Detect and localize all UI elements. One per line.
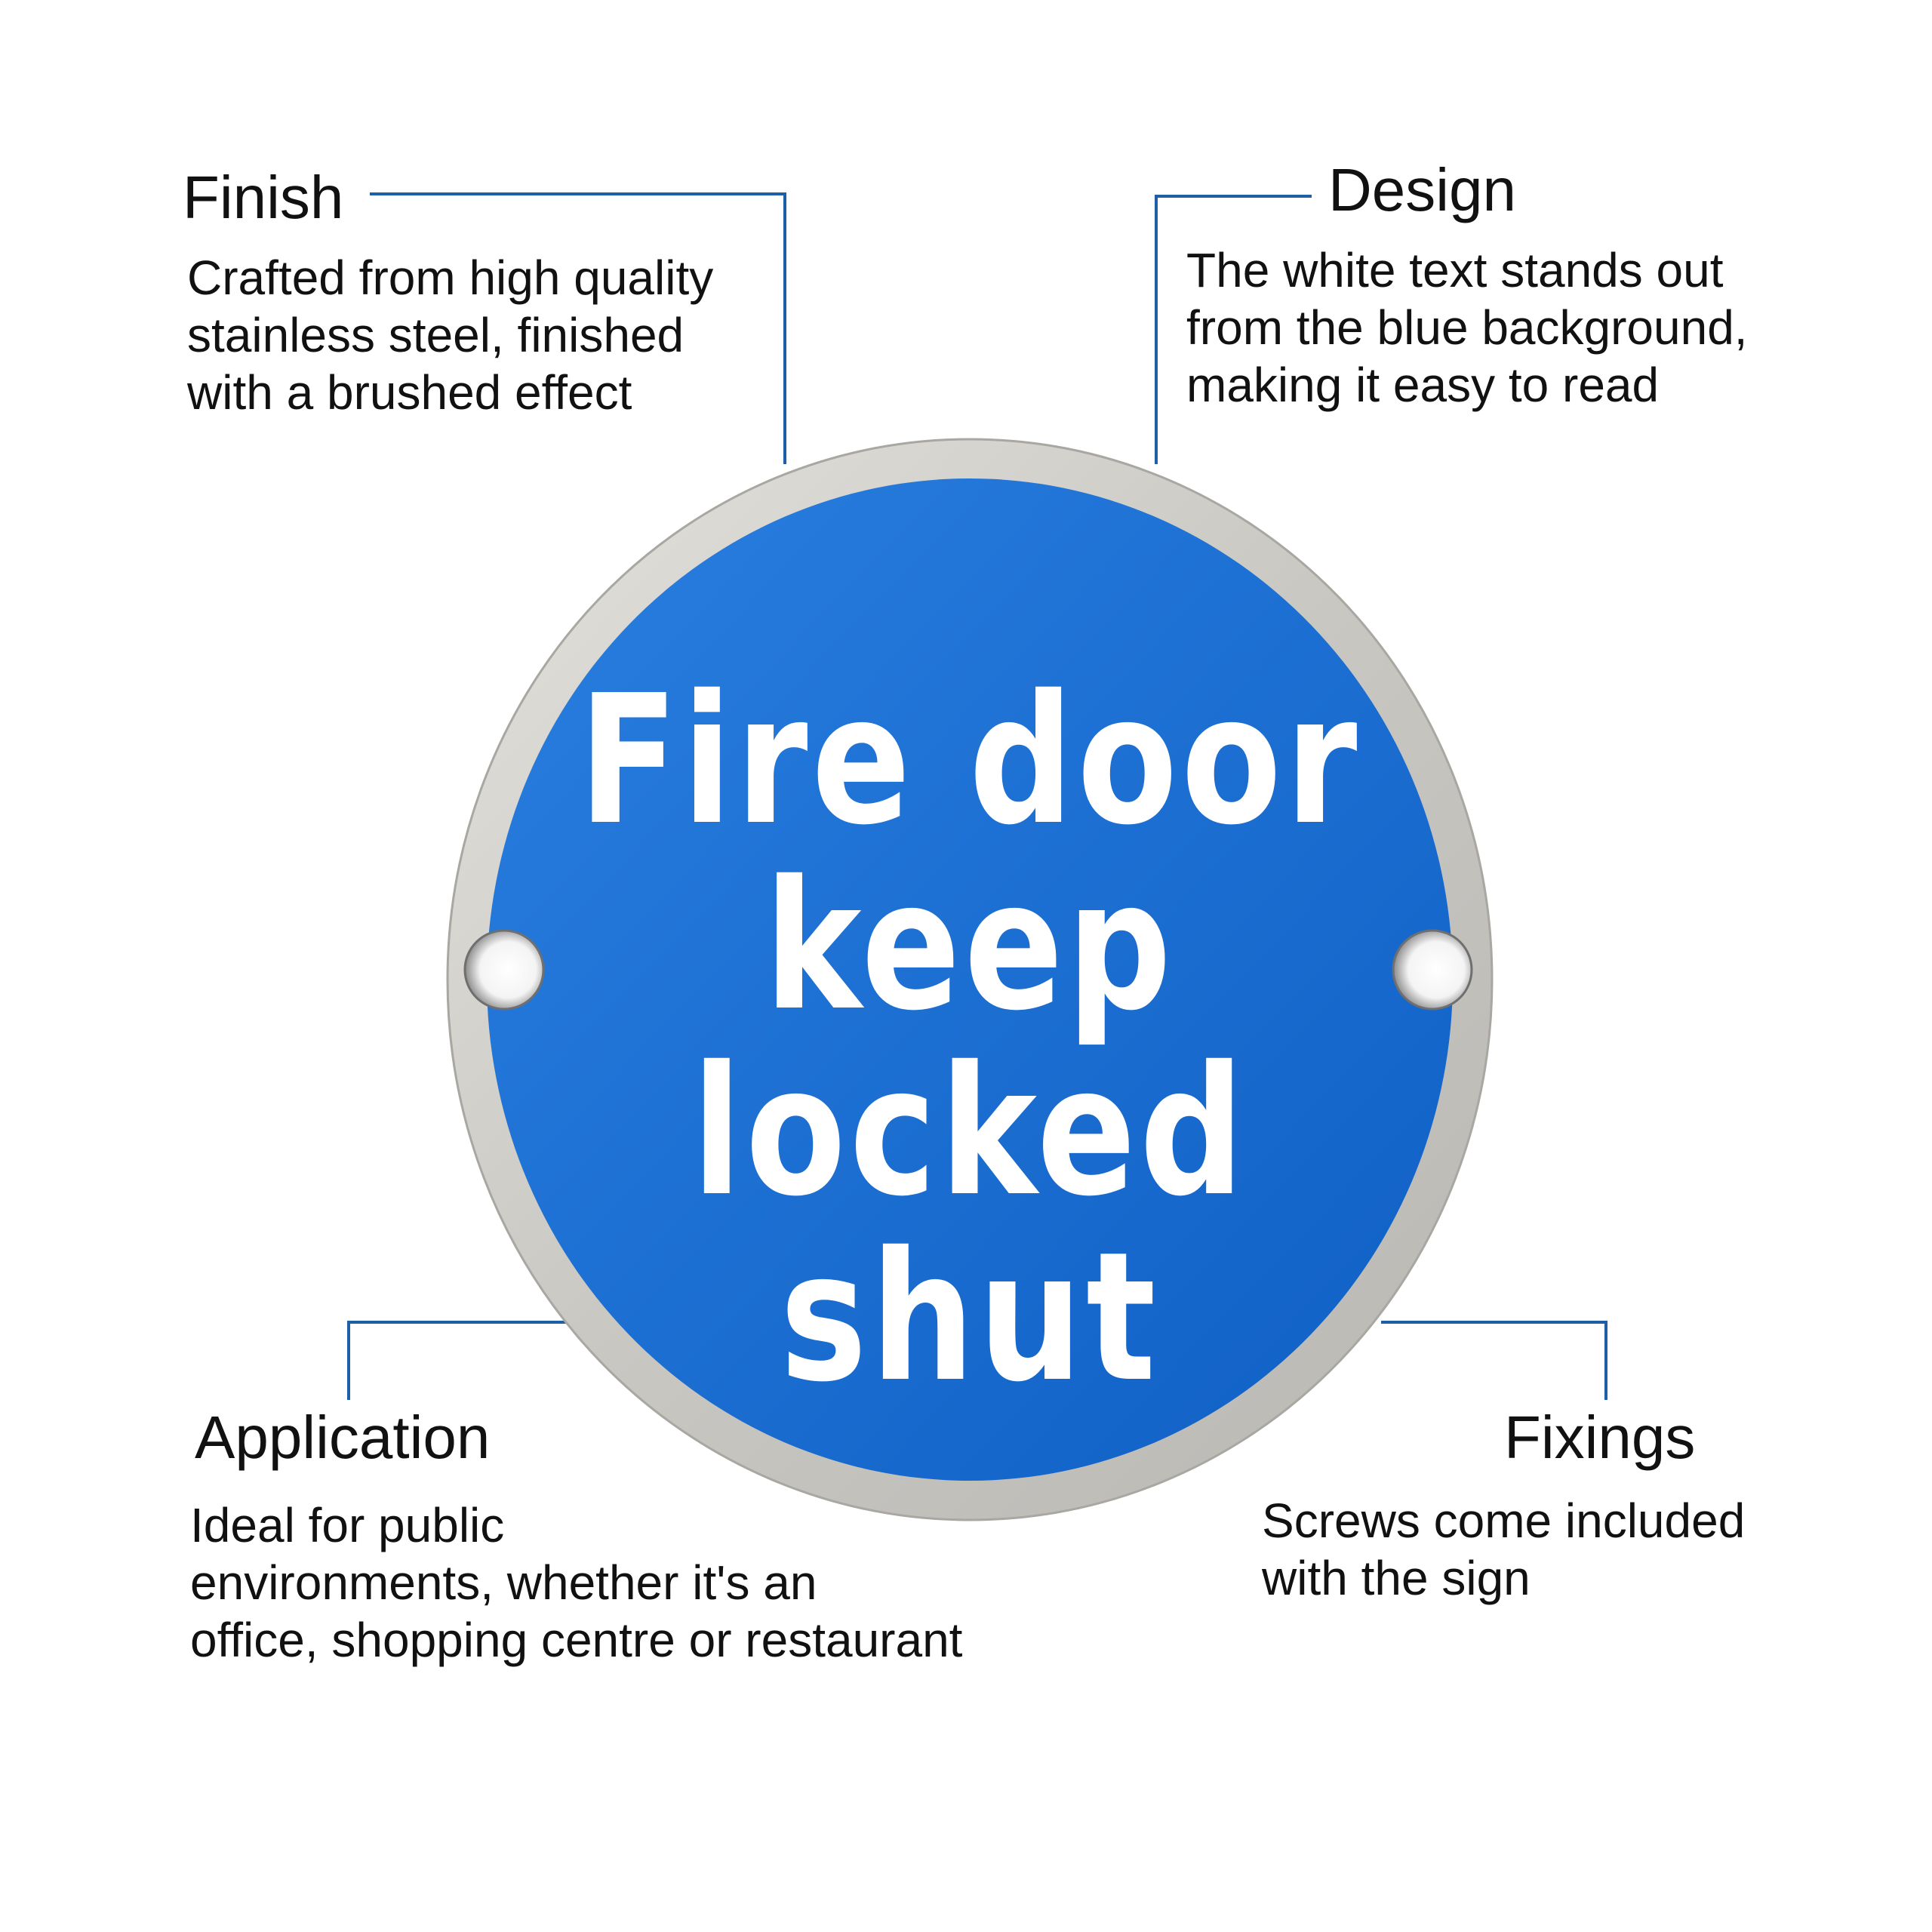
fixings-callout: Fixings Screws come included with the si… xyxy=(1262,1404,1745,1606)
fixings-title: Fixings xyxy=(1504,1404,1696,1471)
sign-text-line-2: keep xyxy=(764,842,1176,1050)
sign-text-line-1: Fire door xyxy=(578,657,1361,864)
finish-description-line: with a brushed effect xyxy=(187,365,632,420)
sign-plate xyxy=(446,438,1494,1521)
blue-face xyxy=(487,478,1453,1481)
finish-description-line: Crafted from high quality xyxy=(187,251,714,305)
design-description: The white text stands out from the blue … xyxy=(1186,242,1748,414)
sign-text-line-3: locked xyxy=(691,1028,1248,1235)
design-callout: Design The white text stands out from th… xyxy=(1186,156,1748,413)
application-description-line: Ideal for public xyxy=(190,1498,505,1552)
fixings-description-line: with the sign xyxy=(1262,1551,1531,1605)
finish-description: Crafted from high quality stainless stee… xyxy=(187,249,713,421)
finish-title: Finish xyxy=(183,164,344,231)
fire-door-sign: Fire door keep locked shut xyxy=(445,436,1494,1523)
fixings-description-line: Screws come included xyxy=(1262,1494,1746,1548)
design-title: Design xyxy=(1328,156,1517,223)
screw-hole-right xyxy=(1392,929,1473,1011)
application-description-line: office, shopping centre or restaurant xyxy=(190,1613,963,1667)
application-callout: Application Ideal for public environment… xyxy=(190,1404,962,1669)
finish-callout: Finish Crafted from high quality stainle… xyxy=(183,168,713,421)
design-description-line: from the blue background, xyxy=(1186,300,1748,355)
application-description: Ideal for public environments, whether i… xyxy=(190,1497,962,1669)
design-description-line: making it easy to read xyxy=(1186,358,1660,412)
application-description-line: environments, whether it's an xyxy=(190,1555,817,1610)
finish-description-line: stainless steel, finished xyxy=(187,308,685,362)
sign-text-line-4: shut xyxy=(780,1214,1160,1421)
fixings-description: Screws come included with the sign xyxy=(1262,1492,1745,1607)
screw-hole-left xyxy=(463,929,545,1011)
design-description-line: The white text stands out xyxy=(1186,243,1724,297)
application-title: Application xyxy=(195,1404,491,1471)
